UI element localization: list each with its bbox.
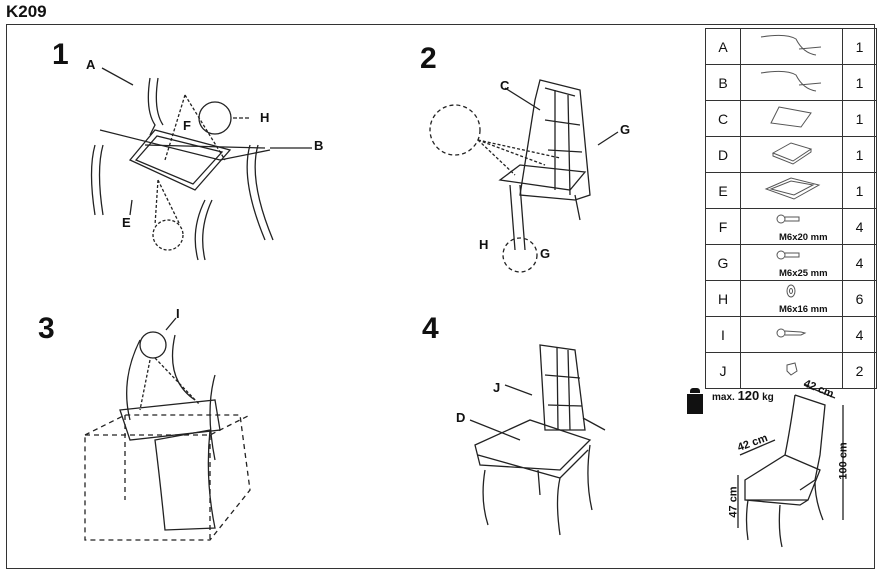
- part-label: H: [260, 110, 270, 125]
- part-letter: H: [705, 280, 741, 317]
- part-picture: [740, 28, 843, 65]
- dimension-illustration: [737, 384, 844, 548]
- part-quantity: 1: [842, 100, 877, 137]
- leg-frame-icon: [760, 34, 822, 56]
- part-picture: [740, 172, 843, 209]
- model-title: K209: [6, 2, 47, 21]
- part-letter: A: [705, 28, 741, 65]
- part-picture: M6x16 mm: [740, 280, 843, 317]
- part-picture: M6x25 mm: [740, 244, 843, 281]
- max-load: max. 120 kg: [712, 388, 774, 403]
- part-quantity: 2: [842, 352, 877, 389]
- step-number: 1: [52, 38, 69, 71]
- part-label: A: [86, 57, 96, 72]
- part-label: G: [540, 246, 551, 261]
- part-letter: I: [705, 316, 741, 353]
- part-size: M6x16 mm: [779, 304, 828, 315]
- part-row: F M6x20 mm 4: [705, 208, 877, 245]
- height-dimension: 100 cm: [837, 442, 850, 480]
- step-number: 4: [422, 312, 439, 345]
- step3-illustration: [84, 317, 251, 541]
- part-label: B: [314, 138, 324, 153]
- part-picture: [740, 136, 843, 173]
- part-picture: [740, 100, 843, 137]
- backrest-icon: [770, 106, 812, 128]
- step-number: 2: [420, 42, 437, 75]
- part-quantity: 1: [842, 28, 877, 65]
- part-letter: D: [705, 136, 741, 173]
- part-label: D: [456, 410, 466, 425]
- part-size: M6x20 mm: [779, 232, 828, 243]
- part-quantity: 1: [842, 172, 877, 209]
- seat-frame-icon: [764, 177, 821, 200]
- part-letter: B: [705, 64, 741, 101]
- part-letter: C: [705, 100, 741, 137]
- part-letter: J: [705, 352, 741, 389]
- part-picture: M6x20 mm: [740, 208, 843, 245]
- bolt-icon: [776, 250, 800, 260]
- bolt-icon: [776, 214, 800, 224]
- part-picture: [740, 316, 843, 353]
- part-letter: G: [705, 244, 741, 281]
- part-quantity: 4: [842, 244, 877, 281]
- part-quantity: 6: [842, 280, 877, 317]
- part-quantity: 1: [842, 136, 877, 173]
- leg-frame-icon: [760, 70, 822, 92]
- part-letter: F: [705, 208, 741, 245]
- step4-illustration: [469, 344, 606, 536]
- seat-height-dimension: 47 cm: [727, 486, 740, 518]
- step-number: 3: [38, 312, 55, 345]
- weight-icon: [686, 388, 704, 414]
- part-label: H: [479, 237, 489, 252]
- step1-illustration: [90, 67, 312, 261]
- part-label: C: [500, 78, 510, 93]
- part-label: I: [176, 306, 180, 321]
- max-value: 120: [737, 388, 760, 403]
- seat-cushion-icon: [771, 142, 813, 165]
- part-row: H M6x16 mm 6: [705, 280, 877, 317]
- part-row: G M6x25 mm 4: [705, 244, 877, 281]
- part-size: M6x25 mm: [779, 268, 828, 279]
- part-picture: [740, 352, 843, 389]
- step2-illustration: [429, 79, 619, 273]
- part-quantity: 4: [842, 316, 877, 353]
- part-quantity: 1: [842, 64, 877, 101]
- part-picture: [740, 64, 843, 101]
- screw-icon: [776, 328, 807, 338]
- part-label: J: [493, 380, 501, 395]
- max-unit: kg: [762, 392, 774, 403]
- cap-icon: [786, 362, 798, 376]
- max-prefix: max.: [712, 392, 735, 403]
- washer-icon: [786, 284, 796, 298]
- part-label: G: [620, 122, 631, 137]
- part-letter: E: [705, 172, 741, 209]
- part-label: F: [183, 118, 191, 133]
- part-label: E: [122, 215, 131, 230]
- part-quantity: 4: [842, 208, 877, 245]
